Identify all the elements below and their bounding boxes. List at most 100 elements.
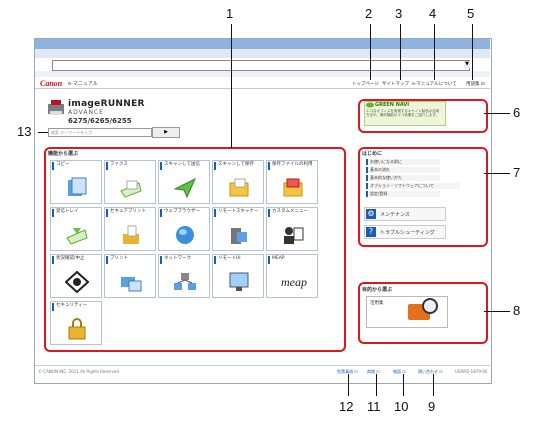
tile-security[interactable]: セキュリティー [50, 301, 102, 345]
footer-doc-code: USRM2-1879-00 [455, 369, 488, 374]
remote-scanner-icon [231, 228, 247, 244]
tile-label: ウェブブラウザー [164, 209, 200, 214]
tile-inbox[interactable]: 受信トレイ [50, 207, 102, 251]
browser-strip [35, 71, 490, 77]
tile-fax[interactable]: ファクス [104, 160, 156, 204]
callout-line-9 [433, 374, 434, 396]
address-dropdown-icon[interactable]: ▼ [464, 61, 470, 68]
secure-print-icon [123, 225, 139, 244]
usage-collection-label: 活用集 [370, 301, 384, 306]
header-divider [35, 88, 490, 89]
tile-meap[interactable]: MEAP meap [266, 254, 318, 298]
product-name: imageRUNNER [68, 99, 145, 109]
search-button[interactable]: ▶ [152, 127, 180, 138]
custom-menu-icon [284, 227, 304, 244]
paper-plane-icon [173, 177, 197, 199]
globe-icon [176, 226, 194, 244]
tile-label: ファクス [110, 162, 128, 167]
product-models: 6275/6265/6255 [68, 117, 132, 125]
callout-line-12 [348, 374, 349, 396]
search-input[interactable]: 検索 キーワードを入力 [48, 128, 152, 137]
manual-label: e-マニュアル [68, 81, 98, 87]
fax-icon [120, 180, 142, 198]
search-placeholder: キーワードを入力 [60, 130, 93, 135]
callout-7: 7 [513, 165, 521, 180]
footer-link-disclaimer[interactable]: 免責事項 ⊡ [337, 369, 358, 374]
tile-print[interactable]: プリント [104, 254, 156, 298]
tile-scan-send[interactable]: スキャンして送信 [158, 160, 210, 204]
callout-5: 5 [467, 6, 475, 21]
tile-remote-ui[interactable]: リモートUI [212, 254, 264, 298]
tile-network[interactable]: ネットワーク [158, 254, 210, 298]
footer-link-trademark[interactable]: 商標 ⊡ [367, 369, 380, 374]
basics-item-settings[interactable]: 設定/登録 [366, 191, 440, 197]
footer-link-abbrev[interactable]: 略語 ⊡ [393, 369, 406, 374]
basics-item-options[interactable]: オプション・ソフトウェアについて [366, 183, 460, 189]
callout-line-5 [472, 24, 473, 80]
callout-8: 8 [513, 303, 521, 318]
leaf-icon [366, 102, 374, 108]
callout-line-6 [484, 113, 510, 114]
tile-label: スキャンして送信 [164, 162, 200, 167]
tile-custom-menu[interactable]: カスタムメニュー [266, 207, 318, 251]
top-link-sitemap[interactable]: サイトマップ [382, 82, 409, 87]
top-link-about[interactable]: e-マニュアルについて [412, 82, 457, 87]
browser-titlebar [35, 39, 490, 49]
tile-web-browser[interactable]: ウェブブラウザー [158, 207, 210, 251]
green-navi-banner[interactable] [364, 101, 446, 126]
callout-line-10 [403, 374, 404, 396]
tile-scan-store[interactable]: スキャンして保存 [212, 160, 264, 204]
tile-remote-scanner[interactable]: リモートスキャナー [212, 207, 264, 251]
monitor-icon [229, 272, 249, 291]
callout-3: 3 [395, 6, 403, 21]
troubleshooting-button[interactable]: ? トラブルシューティング [364, 225, 446, 239]
top-link-glossary[interactable]: 用語集 ⊡ [466, 82, 485, 87]
meap-logo-icon: meap [281, 275, 307, 289]
footer-divider [35, 365, 490, 366]
green-navi-title: GREEN NAVI [375, 102, 410, 108]
canon-logo: Canon [40, 79, 63, 88]
tile-label: リモートスキャナー [218, 209, 259, 214]
inbox-icon [66, 228, 88, 245]
callout-line-8 [484, 311, 510, 312]
wrench-icon: ⚙ [366, 209, 376, 219]
basics-item-before-use[interactable]: お使いになる前に [366, 159, 440, 165]
callout-line-4 [434, 24, 435, 80]
troubleshooting-label: トラブルシューティング [380, 230, 435, 236]
callout-4: 4 [429, 6, 437, 21]
question-icon: ? [366, 227, 376, 237]
stored-files-icon [283, 178, 303, 197]
tile-secure-print[interactable]: セキュアプリント [104, 207, 156, 251]
svg-text:meap: meap [281, 275, 307, 289]
tile-label: セキュアプリント [110, 209, 146, 214]
tile-copy[interactable]: コピー [50, 160, 102, 204]
folder-save-icon [229, 178, 249, 197]
tile-label: ネットワーク [164, 256, 191, 261]
footer-link-contact[interactable]: 問い合わせ ⊡ [418, 369, 443, 374]
maintenance-button[interactable]: ⚙ メンテナンス [364, 207, 446, 221]
basics-item-flow[interactable]: 基本の流れ [366, 167, 440, 173]
callout-11: 11 [367, 399, 381, 414]
tile-label: コピー [56, 162, 70, 167]
network-icon [174, 273, 196, 290]
eye-icon [65, 271, 89, 293]
green-navi-desc: エコなオフィスを実現するキヤノン製品の活用方法や、節約機能のエコ効果をご紹介しま… [366, 109, 440, 117]
tile-stored-files[interactable]: 保存ファイルの利用 [266, 160, 318, 204]
function-panel-title: 機能から選ぶ [48, 151, 79, 157]
basics-item-basic-ops[interactable]: 基本的な使いかた [366, 175, 440, 181]
callout-line-2 [370, 24, 371, 80]
maintenance-label: メンテナンス [380, 212, 410, 218]
callout-10: 10 [394, 399, 409, 414]
copy-icon [68, 177, 87, 196]
magnifier-icon [422, 298, 438, 314]
tile-label: カスタムメニュー [272, 209, 308, 214]
tile-status-monitor[interactable]: 状況確認/中止 [50, 254, 102, 298]
tile-label: 状況確認/中止 [56, 256, 85, 261]
callout-line-11 [376, 374, 377, 396]
address-bar[interactable] [52, 60, 470, 71]
top-link-toppage[interactable]: トップページ [352, 82, 379, 87]
copyright: © CANON INC. 2011 All Rights Reserved [38, 369, 119, 374]
purpose-title: 目的から選ぶ [362, 287, 393, 293]
callout-6: 6 [513, 105, 521, 120]
basics-title: はじめに [362, 151, 383, 157]
